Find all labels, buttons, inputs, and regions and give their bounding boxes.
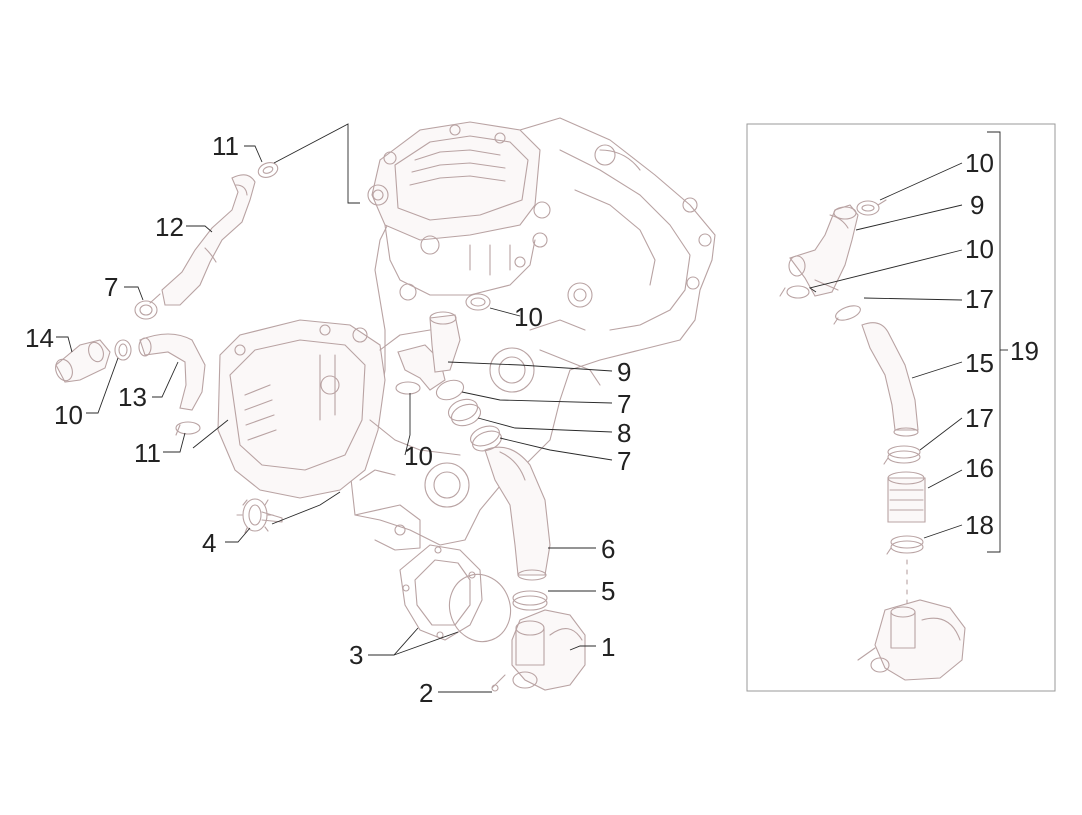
callout-14: 14 (25, 323, 54, 353)
callout-3: 3 (349, 640, 363, 670)
inset-callout-17: 17 (965, 403, 994, 433)
water-pump-1 (491, 609, 586, 692)
inset-callout-15: 15 (965, 348, 994, 378)
impeller-gear-4 (236, 498, 283, 534)
inset-callout-17: 17 (965, 284, 994, 314)
callout-4: 4 (202, 528, 216, 558)
gasket-3 (399, 544, 512, 643)
callout-10: 10 (54, 400, 83, 430)
inset-leader-lines (808, 131, 1008, 553)
callout-2: 2 (419, 678, 433, 708)
hose-13 (138, 333, 206, 436)
inset-callout-10: 10 (965, 148, 994, 178)
rings-7-8-7 (435, 379, 502, 452)
callout-labels: 11 12 7 14 10 13 11 10 9 7 8 7 10 4 6 5 … (25, 131, 1039, 708)
callout-10: 10 (514, 302, 543, 332)
hose-6 (484, 446, 551, 611)
callout-6: 6 (601, 534, 615, 564)
inset-parts (779, 199, 966, 681)
leader-lines (56, 123, 613, 693)
callout-8: 8 (617, 418, 631, 448)
hose-12 (134, 162, 279, 320)
inset-callout-9: 9 (970, 190, 984, 220)
callout-11: 11 (212, 131, 239, 161)
inset-callout-16: 16 (965, 453, 994, 483)
fitting-14 (55, 339, 132, 383)
callout-11: 11 (134, 438, 161, 468)
engine-block (217, 117, 716, 551)
inset-callout-19: 19 (1010, 336, 1039, 366)
callout-1: 1 (601, 632, 615, 662)
callout-10: 10 (404, 441, 433, 471)
inset-frame (746, 123, 1056, 692)
callout-13: 13 (118, 382, 147, 412)
callout-5: 5 (601, 576, 615, 606)
inset-callout-10: 10 (965, 234, 994, 264)
callout-7: 7 (104, 272, 118, 302)
callout-12: 12 (155, 212, 184, 242)
pipe-9 (395, 293, 491, 395)
callout-9: 9 (617, 357, 631, 387)
callout-7: 7 (617, 446, 631, 476)
callout-7: 7 (617, 389, 631, 419)
inset-callout-18: 18 (965, 510, 994, 540)
